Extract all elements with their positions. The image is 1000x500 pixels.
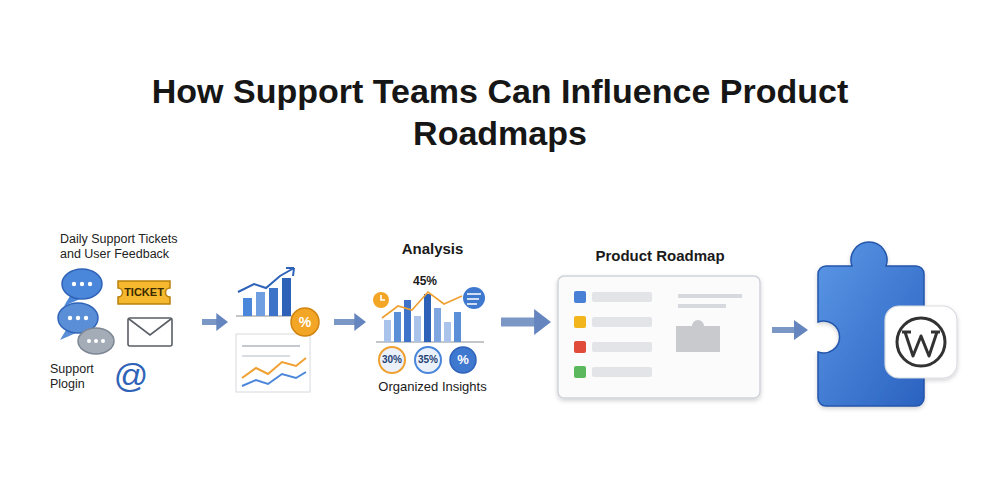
ticket-shape [118,281,170,304]
dot [72,282,76,286]
dot [80,282,84,286]
ticket-icon [118,281,170,304]
percent-sign: % [449,352,477,368]
arrow-head [216,313,228,331]
arrow-head [794,320,808,340]
analysis-chart [373,287,485,373]
chat-bubbles [58,269,114,354]
step-heading: Product Roadmap [555,247,765,265]
dot [87,339,91,343]
stat-circle [450,347,476,373]
flow-arrow [202,313,228,331]
plugin-caption: Support Plogin [50,362,110,392]
row-marker [574,316,586,328]
arrow-shaft [772,327,796,333]
row-marker [574,366,586,378]
roadmap-step: Product Roadmap [555,244,767,402]
row-bar [592,342,652,352]
panel [558,276,760,398]
row-bar [592,367,652,377]
dot [101,339,105,343]
percent-badge [291,308,319,336]
text-line [678,304,726,308]
bar [256,292,265,316]
arrow-shaft [501,318,539,327]
chat-bubble [62,269,102,299]
ticket-label: TICKET [118,285,170,299]
chart-panel [236,334,310,392]
plugin-puzzle [818,242,957,406]
bar [243,298,252,316]
percent-sign: % [291,313,319,331]
envelope-icon [128,318,172,346]
row-marker [574,341,586,353]
arrow-head [354,313,366,331]
badge-lines [467,294,481,304]
row-marker [574,291,586,303]
stat-value: 30% [376,354,408,366]
stat-value: 35% [412,354,444,366]
flow-arrow [334,313,366,331]
trend-head [286,268,294,276]
grid-line [242,345,300,347]
wordpress-ring [897,318,945,366]
diagram-title: How Support Teams Can Influence Product … [150,70,850,154]
dot [94,339,98,343]
line-series [242,358,306,378]
at-symbol: @ [112,356,150,394]
step-caption: Organized Insights [370,379,495,395]
dot [76,316,80,320]
chart-step: % [232,266,330,396]
puzzle-placeholder [676,320,720,352]
wordpress-tile [885,306,957,378]
arrow-head [534,309,551,335]
dot [88,282,92,286]
wordpress-mark [902,332,940,356]
trend-line [382,292,462,318]
bar [404,300,411,342]
bar [282,278,291,316]
bar [394,312,401,342]
bar [454,312,461,342]
clock-icon [373,292,389,308]
envelope [128,318,172,346]
bar [444,322,451,342]
trend-line [238,268,294,292]
flow-arrow [501,309,551,335]
row-bar [592,317,652,327]
bar [384,320,391,342]
line-series [242,372,306,386]
roadmap-panel [558,276,760,398]
bar [424,294,431,342]
clock-hands [381,295,385,300]
plugin-arrow [772,320,808,340]
chart-icon [234,268,319,392]
dot [68,316,72,320]
step-heading: Analysis [370,240,495,258]
envelope-flap [129,319,171,335]
row-bar [592,292,652,302]
bar [434,308,441,342]
info-badge [463,287,485,309]
input-caption: Daily Support Tickets and User Feedback [60,232,195,262]
stat-value: 45% [405,274,445,288]
chat-bubble [78,328,114,354]
text-line [678,294,742,298]
bar [269,288,278,316]
analysis-step: Analysis 45% 30% 35%% Organized Insights [370,236,497,400]
bar [414,316,421,342]
grid-line [242,355,290,357]
dot [84,316,88,320]
